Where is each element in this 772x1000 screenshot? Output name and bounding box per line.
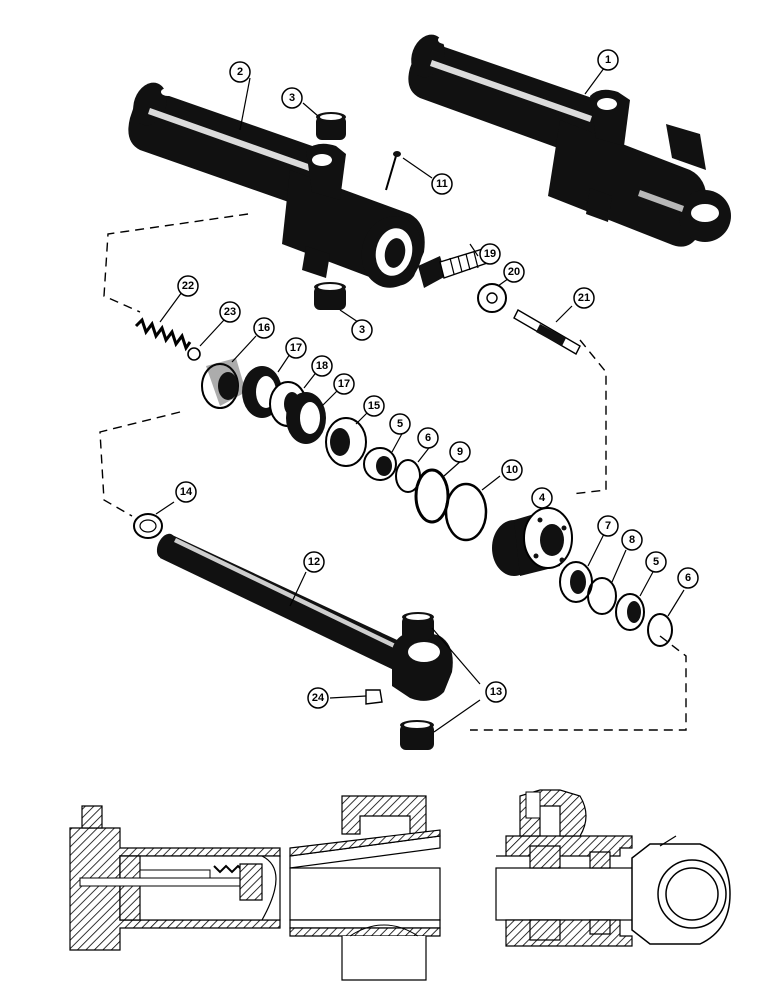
svg-text:2: 2: [237, 66, 243, 78]
svg-text:1: 1: [605, 54, 611, 66]
dashed-bracket-lower: [99, 411, 687, 731]
callout-14: 14: [175, 481, 197, 503]
washer-14: [133, 501, 175, 539]
svg-text:20: 20: [508, 266, 520, 278]
cylinder-assembly-1: [408, 34, 731, 247]
svg-text:13: 13: [490, 686, 502, 698]
piston-rod-12: [156, 533, 453, 701]
ball-23: [187, 319, 225, 361]
callout-24: 24: [307, 687, 329, 709]
svg-text:12: 12: [308, 556, 320, 568]
callout-10: 10: [501, 459, 523, 481]
grease-fitting-24: [329, 689, 383, 705]
washer-20: [477, 275, 513, 313]
svg-text:3: 3: [359, 324, 365, 336]
callout-18: 18: [311, 355, 333, 377]
fitting-19: [418, 243, 491, 288]
callout-13: 13: [485, 681, 507, 703]
callout-12: 12: [303, 551, 325, 573]
svg-text:9: 9: [457, 446, 463, 458]
svg-text:6: 6: [425, 432, 431, 444]
section-right: [495, 789, 731, 947]
callout-8: 8: [621, 529, 643, 551]
callout-3-bottom: 3: [351, 319, 373, 341]
callout-16: 16: [253, 317, 275, 339]
wear-ring-5-upper: [363, 429, 405, 481]
backup-ring-9: [414, 459, 463, 524]
svg-text:7: 7: [605, 520, 611, 532]
seal-17-right: [286, 387, 341, 444]
svg-text:23: 23: [224, 306, 236, 318]
callout-17-left: 17: [285, 337, 307, 359]
barrel-2: [128, 77, 425, 288]
o-ring-6-upper: [395, 443, 433, 493]
svg-text:11: 11: [436, 178, 448, 190]
callout-19: 19: [479, 243, 501, 265]
svg-text:5: 5: [653, 556, 659, 568]
callout-22: 22: [177, 275, 199, 297]
callout-6-lower: 6: [677, 567, 699, 589]
svg-text:6: 6: [685, 572, 691, 584]
callout-11: 11: [431, 173, 453, 195]
svg-text:22: 22: [182, 280, 194, 292]
bushing-3-top: [302, 102, 346, 140]
svg-text:24: 24: [312, 692, 325, 704]
callout-21: 21: [573, 287, 595, 309]
seal-10: [444, 475, 501, 542]
callout-5-lower: 5: [645, 551, 667, 573]
callout-3-top: 3: [281, 87, 303, 109]
svg-text:14: 14: [180, 486, 193, 498]
wiper-7: [559, 533, 605, 603]
spring-22: [134, 291, 192, 352]
callout-2: 2: [229, 61, 251, 83]
svg-text:8: 8: [629, 534, 635, 546]
cross-section-view: [69, 789, 731, 981]
callout-20: 20: [503, 261, 525, 283]
ring-8: [587, 549, 627, 615]
seat-16: [201, 335, 257, 409]
svg-text:19: 19: [484, 248, 496, 260]
o-ring-6-lower: [647, 589, 685, 647]
svg-text:16: 16: [258, 322, 270, 334]
svg-text:5: 5: [397, 418, 403, 430]
callout-15: 15: [363, 395, 385, 417]
callout-5-upper: 5: [389, 413, 411, 435]
callout-7: 7: [597, 515, 619, 537]
gland-4: [492, 493, 573, 576]
svg-text:17: 17: [290, 342, 302, 354]
callout-9: 9: [449, 441, 471, 463]
callout-17-right: 17: [333, 373, 355, 395]
svg-text:18: 18: [316, 360, 328, 372]
bushing-13-bottom: [400, 699, 481, 750]
callout-23: 23: [219, 301, 241, 323]
callouts: 1 2 3 3 4 5 5 6 6 7 8 9 10 11 12 13 14 1…: [175, 49, 699, 709]
section-left: [69, 805, 281, 951]
section-middle: [289, 795, 441, 981]
svg-text:15: 15: [368, 400, 380, 412]
dashed-bracket-upper: [103, 213, 607, 495]
wear-ring-5-lower: [615, 569, 655, 631]
callout-6-upper: 6: [417, 427, 439, 449]
bushing-13-top: [402, 612, 481, 685]
bleed-screw-11: [385, 151, 433, 191]
svg-text:4: 4: [539, 492, 546, 504]
svg-text:3: 3: [289, 92, 295, 104]
svg-text:17: 17: [338, 378, 350, 390]
bushing-3-bottom: [314, 282, 359, 323]
svg-text:10: 10: [506, 464, 518, 476]
seat-15: [325, 407, 373, 467]
pin-21: [513, 305, 581, 355]
callout-1: 1: [597, 49, 619, 71]
callout-4: 4: [531, 487, 553, 509]
svg-text:21: 21: [578, 292, 590, 304]
